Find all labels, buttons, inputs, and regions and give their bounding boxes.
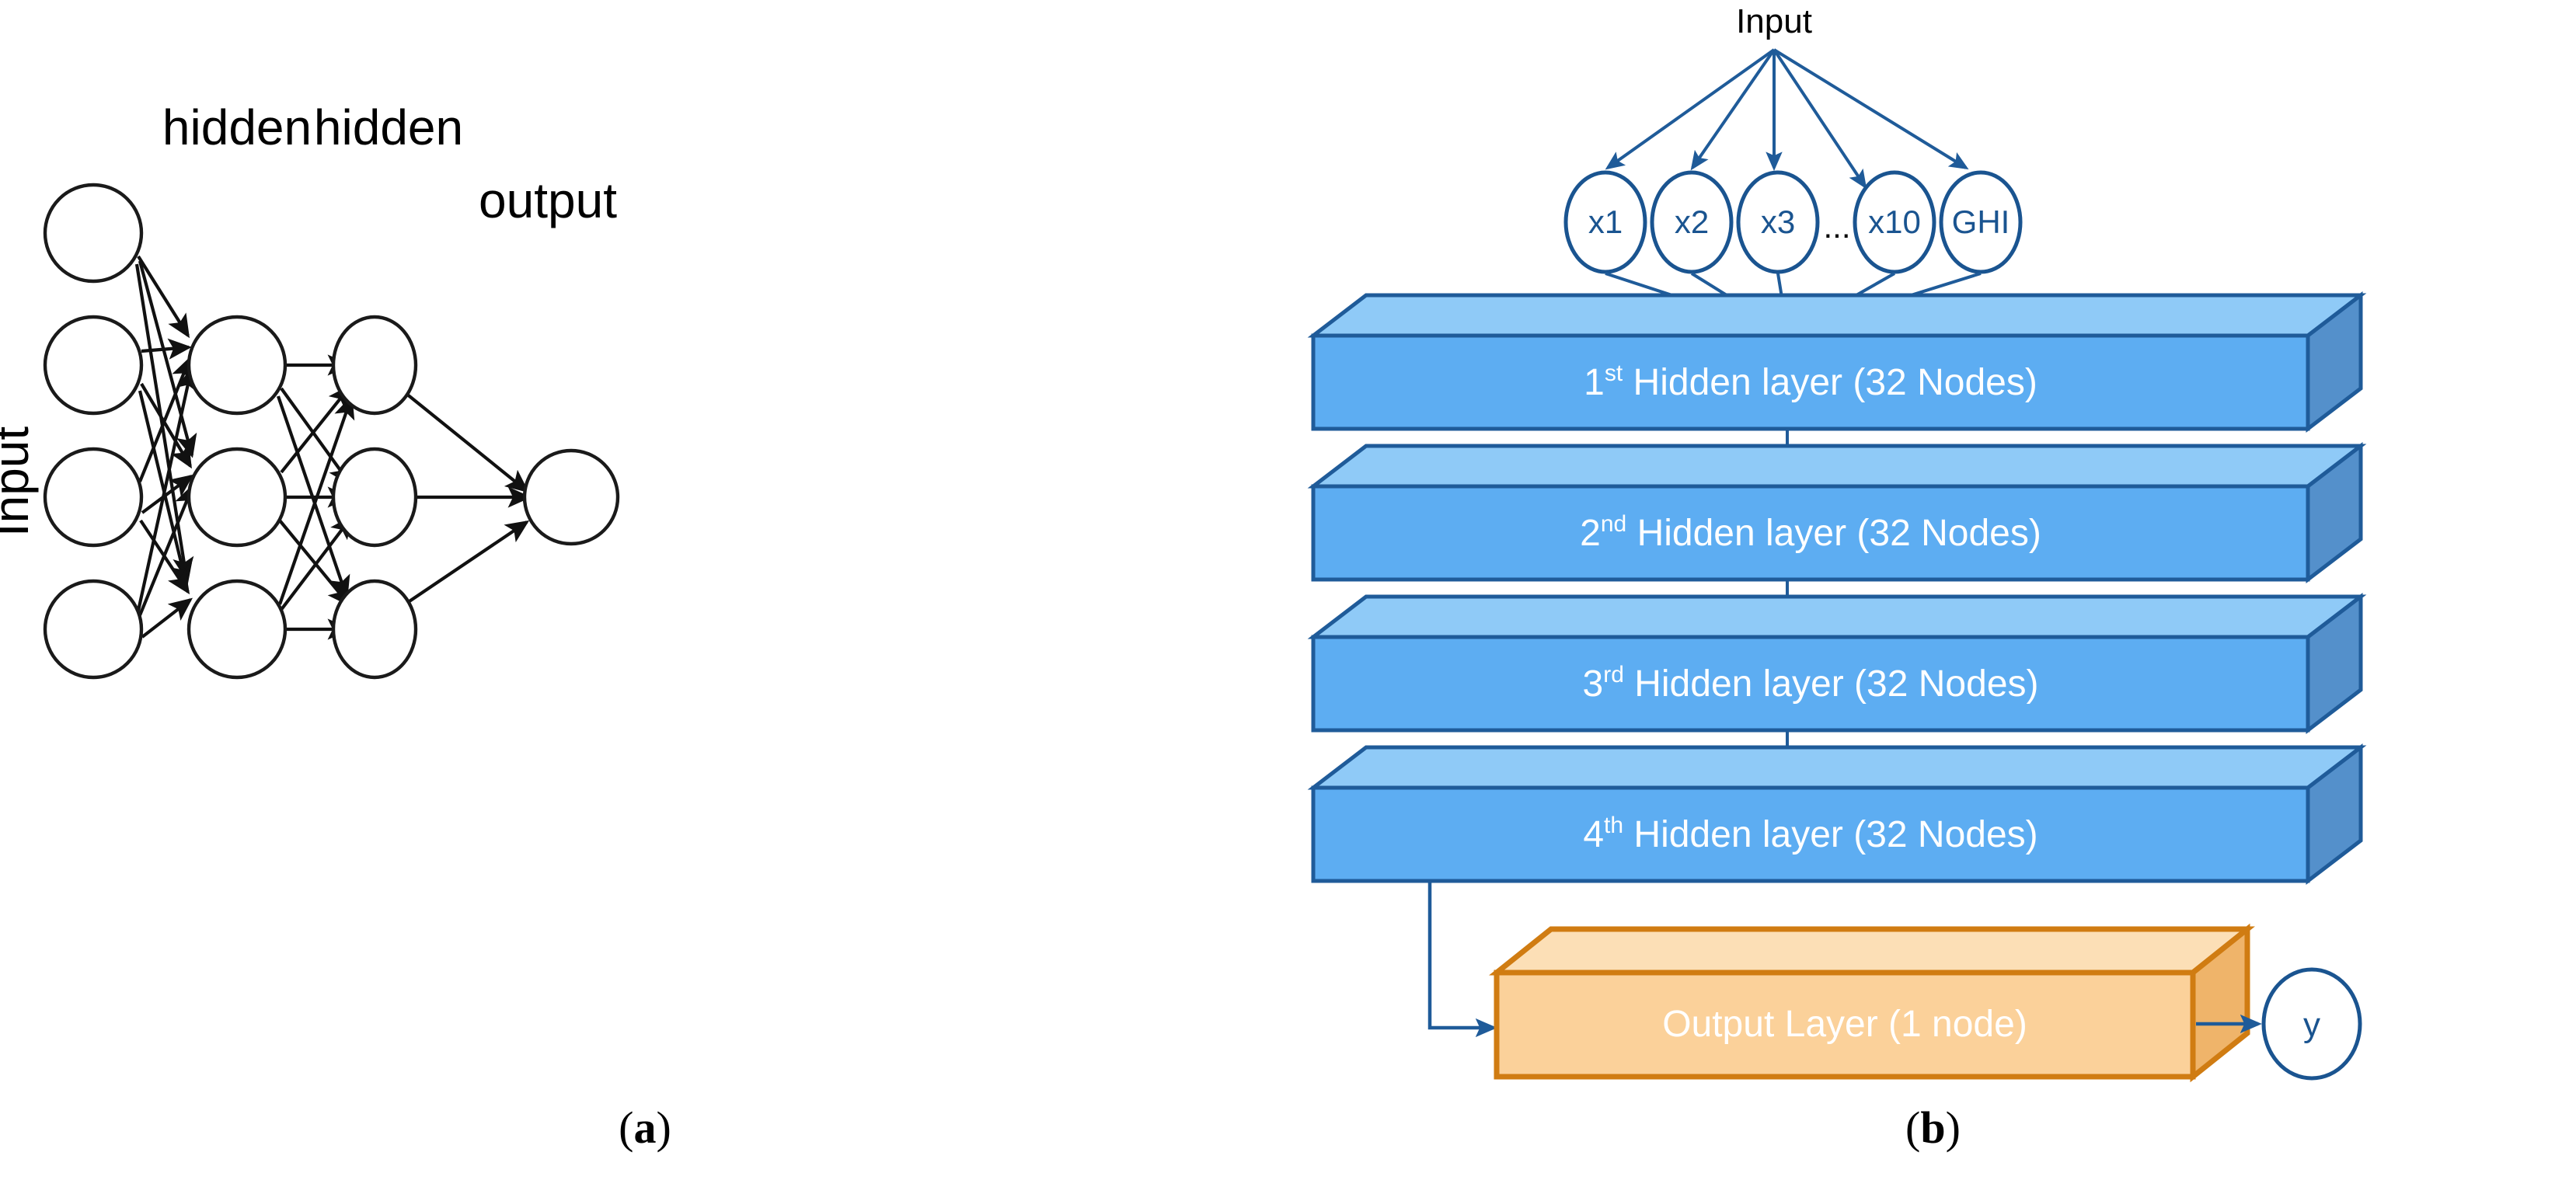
hidden-layer-4-front	[1311, 785, 2310, 883]
layer-hidden1-nodes	[186, 315, 288, 680]
input-node-1	[43, 183, 144, 284]
hidden-layer-3-block: 3rd Hidden layer (32 Nodes)	[1307, 592, 2367, 735]
hidden-layer-3-top	[1307, 594, 2367, 639]
input-node-x3	[1736, 170, 1820, 274]
hidden-layer-3-label: 3rd Hidden layer (32 Nodes)	[1583, 662, 2039, 705]
edges-input-fanout	[1605, 48, 1969, 190]
hidden-layer-3-ordinal: 3	[1583, 663, 1604, 705]
input-node-x1-label: x1	[1588, 204, 1623, 240]
caption-b-open: (	[1905, 1102, 1921, 1153]
panel-a-label-hidden-1: hidden	[162, 99, 312, 155]
input-node-x2	[1650, 170, 1734, 274]
panel-b: Input x1 x2 x3 x10	[1290, 0, 2576, 1201]
hidden-layer-2-suffix: nd	[1601, 511, 1626, 537]
caption-a-letter: a	[633, 1102, 657, 1153]
hidden-layer-3-suffix: rd	[1603, 662, 1624, 688]
input-node-4	[43, 579, 144, 680]
hidden-layer-1-suffix: st	[1605, 360, 1623, 386]
panel-b-svg: Input x1 x2 x3 x10	[1307, 2, 2367, 1083]
output-layer-front	[1494, 970, 2196, 1080]
output-node-y-group: y	[2261, 967, 2362, 1081]
layer-hidden2-nodes	[331, 315, 418, 680]
hidden2-node-1	[331, 315, 418, 416]
input-nodes-ellipsis: ...	[1823, 208, 1850, 245]
hidden1-node-3	[186, 579, 288, 680]
input-node-x3-label: x3	[1761, 204, 1795, 240]
hidden-layer-4-block: 4th Hidden layer (32 Nodes)	[1307, 743, 2367, 886]
panel-a-svg: hidden hidden output Input	[0, 99, 620, 680]
hidden-layer-2-block: 2nd Hidden layer (32 Nodes)	[1307, 441, 2367, 584]
hidden-layer-2-top	[1307, 444, 2367, 489]
hidden-layer-1-label: 1st Hidden layer (32 Nodes)	[1584, 360, 2037, 403]
edges-hidden1-to-hidden2	[277, 354, 355, 640]
caption-panel-b: (b)	[1290, 1102, 2576, 1154]
hidden-layer-2-ordinal: 2	[1580, 513, 1601, 554]
output-layer-label: Output Layer (1 node)	[1662, 1004, 2027, 1045]
hidden-layer-2-label: 2nd Hidden layer (32 Nodes)	[1580, 511, 2041, 554]
connector-hidden4-to-output-layer	[1427, 881, 1497, 1038]
panel-a-label-output: output	[479, 172, 617, 228]
panel-b-input-nodes	[1563, 170, 2023, 274]
hidden-layer-1-front	[1311, 333, 2310, 431]
caption-a-close: )	[656, 1102, 671, 1153]
hidden-layer-1-ordinal: 1	[1584, 362, 1605, 403]
hidden-layer-1-top	[1307, 293, 2367, 338]
caption-b-letter: b	[1920, 1102, 1946, 1153]
hidden2-node-3	[331, 579, 418, 680]
panel-b-input-label: Input	[1736, 2, 1812, 40]
panel-a-label-input: Input	[0, 426, 39, 538]
hidden-layer-4-suffix: th	[1604, 813, 1623, 838]
output-node-y-label: y	[2303, 1006, 2320, 1044]
hidden-layer-2-text: Hidden layer (32 Nodes)	[1626, 513, 2041, 554]
output-layer-top	[1489, 926, 2255, 976]
panel-a: hidden hidden output Input	[0, 99, 620, 680]
hidden1-node-1	[186, 315, 288, 416]
hidden1-node-2	[186, 447, 288, 548]
hidden-layer-3-front	[1311, 635, 2310, 733]
caption-panel-a: (a)	[0, 1102, 1290, 1154]
edges-input-to-hidden1	[134, 255, 197, 639]
hidden-layer-4-top	[1307, 745, 2367, 790]
panel-a-label-hidden-2: hidden	[314, 99, 463, 155]
hidden-layer-4-text: Hidden layer (32 Nodes)	[1623, 814, 2038, 855]
layer-input-nodes	[43, 183, 144, 680]
output-node-y	[2261, 967, 2362, 1081]
input-node-x1	[1563, 170, 1647, 274]
input-node-ghi-label: GHI	[1952, 204, 2010, 240]
caption-a-open: (	[619, 1102, 634, 1153]
input-node-x2-label: x2	[1675, 204, 1709, 240]
input-node-x10	[1853, 170, 1936, 274]
panel-b-input-node-labels: x1 x2 x3 x10 GHI	[1588, 204, 2010, 240]
edges-hidden2-to-output	[396, 385, 532, 611]
input-node-ghi	[1939, 170, 2023, 274]
hidden-layer-3-text: Hidden layer (32 Nodes)	[1624, 663, 2039, 705]
hidden-layer-2-front	[1311, 484, 2310, 582]
caption-b-close: )	[1945, 1102, 1961, 1153]
layer-output-nodes	[522, 448, 620, 546]
hidden-layer-4-ordinal: 4	[1583, 814, 1604, 855]
input-node-3	[43, 447, 144, 548]
output-layer-block: Output Layer (1 node)	[1489, 923, 2255, 1083]
hidden-layer-1-text: Hidden layer (32 Nodes)	[1623, 362, 2037, 403]
output-node-1	[522, 448, 620, 546]
hidden2-node-2	[331, 447, 418, 548]
hidden-layer-1-block: 1st Hidden layer (32 Nodes)	[1307, 291, 2367, 433]
input-node-x10-label: x10	[1868, 204, 1921, 240]
hidden-layer-4-label: 4th Hidden layer (32 Nodes)	[1583, 813, 2037, 855]
input-node-2	[43, 315, 144, 416]
